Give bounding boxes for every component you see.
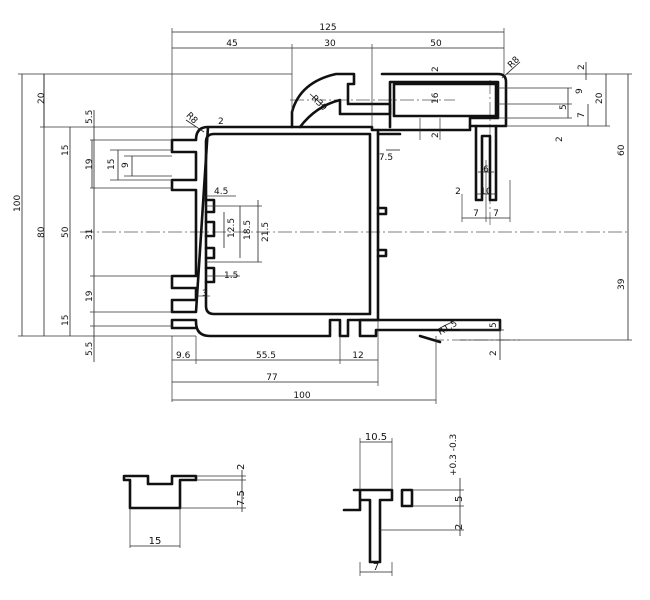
dim-mid-185: 18.5 bbox=[243, 220, 253, 240]
detail-2-dim-105: 10.5 bbox=[365, 432, 387, 443]
dim-rc-2d: 2 bbox=[555, 136, 565, 142]
dim-rc-5: 5 bbox=[559, 104, 569, 110]
dim-rc-75: 7.5 bbox=[379, 153, 393, 163]
main-chamber-outer bbox=[170, 125, 380, 338]
dim-left-55a: 5.5 bbox=[85, 110, 95, 124]
detail-2-t-section: 10.5 +0.3 -0.3 5 2 7 bbox=[342, 432, 465, 576]
dim-rc-2b: 2 bbox=[431, 132, 441, 138]
dim-left-50: 50 bbox=[61, 226, 71, 238]
dim-right-5: 5 bbox=[489, 322, 499, 328]
dim-rc-6: 6 bbox=[483, 165, 489, 175]
dim-rc-7: 7 bbox=[577, 112, 587, 118]
dim-left-31: 31 bbox=[85, 229, 95, 240]
detail-2-dim-5: 5 bbox=[454, 496, 465, 502]
dim-rc-10: 10 bbox=[480, 187, 492, 197]
dim-top-c: 50 bbox=[430, 39, 442, 49]
dim-bot-12: 12 bbox=[352, 351, 363, 361]
dim-mid-45: 4.5 bbox=[214, 187, 228, 197]
dim-r15: R1.5 bbox=[437, 319, 460, 338]
dim-left-15b: 15 bbox=[61, 315, 71, 326]
dim-rc-9: 9 bbox=[575, 88, 585, 94]
dim-left-55b: 5.5 bbox=[85, 342, 95, 356]
dim-left-15c: 15 bbox=[107, 159, 117, 170]
dim-r30: R30 bbox=[309, 94, 329, 114]
dim-bot-96: 9.6 bbox=[176, 351, 191, 361]
dim-r8-left: R8 bbox=[184, 111, 200, 127]
top-right-chamber bbox=[380, 72, 508, 129]
dim-mid-3: 3 bbox=[202, 289, 208, 299]
dim-left-80: 80 bbox=[37, 226, 47, 238]
main-chamber-inner bbox=[204, 132, 372, 316]
dim-right-60: 60 bbox=[617, 144, 627, 156]
dim-left-9: 9 bbox=[121, 162, 131, 168]
dim-rc-2c: 2 bbox=[577, 64, 587, 70]
hanging-stem bbox=[474, 124, 498, 202]
dim-left-15a: 15 bbox=[61, 145, 71, 156]
dim-top-total: 125 bbox=[319, 23, 336, 33]
dim-right-39: 39 bbox=[617, 278, 627, 290]
top-connector bbox=[376, 124, 472, 136]
dim-r8-top: R8 bbox=[506, 55, 522, 71]
bottom-flange bbox=[358, 318, 502, 344]
dim-rc-2a: 2 bbox=[431, 66, 441, 72]
detail-2-dim-tol: +0.3 -0.3 bbox=[449, 434, 459, 476]
dim-mid-15: 1.5 bbox=[224, 271, 238, 281]
detail-2-profile bbox=[342, 488, 414, 564]
dim-rc-20: 20 bbox=[595, 92, 605, 104]
dimension-lines bbox=[18, 28, 632, 404]
main-profile-section bbox=[170, 72, 508, 344]
dim-rc-2e: 2 bbox=[455, 187, 461, 197]
detail-1-profile bbox=[122, 474, 198, 510]
detail-2-dim-7: 7 bbox=[373, 562, 379, 573]
r30-fillet-block bbox=[290, 72, 392, 129]
detail-1-dim-75: 7.5 bbox=[236, 490, 247, 506]
dim-bot-77: 77 bbox=[266, 373, 277, 383]
dim-left-19b: 19 bbox=[85, 290, 95, 302]
dim-top-a: 45 bbox=[226, 39, 237, 49]
center-lines bbox=[80, 80, 630, 341]
dim-rc-7b: 7 bbox=[473, 209, 479, 219]
right-wall-lugs bbox=[376, 206, 388, 258]
dim-bot-555: 55.5 bbox=[256, 351, 276, 361]
detail-1-dim-15: 15 bbox=[149, 536, 162, 547]
dim-mid-215: 21.5 bbox=[261, 222, 271, 242]
dim-left-19a: 19 bbox=[85, 158, 95, 170]
detail-1-u-channel: 2 7.5 15 bbox=[122, 464, 247, 548]
dim-mid-125: 12.5 bbox=[227, 218, 237, 238]
dim-top-b: 30 bbox=[324, 39, 336, 49]
dim-right-2: 2 bbox=[489, 350, 499, 356]
dim-rc-16: 16 bbox=[431, 92, 441, 104]
dim-left-100: 100 bbox=[13, 195, 23, 212]
dim-left-20: 20 bbox=[37, 92, 47, 104]
detail-2-dim-2: 2 bbox=[454, 524, 465, 530]
dim-wall-top: 2 bbox=[218, 117, 224, 127]
dim-rc-7c: 7 bbox=[493, 209, 499, 219]
detail-1-dim-2: 2 bbox=[236, 464, 247, 470]
dim-bot-100: 100 bbox=[293, 391, 310, 401]
left-groove-lower bbox=[204, 246, 216, 284]
